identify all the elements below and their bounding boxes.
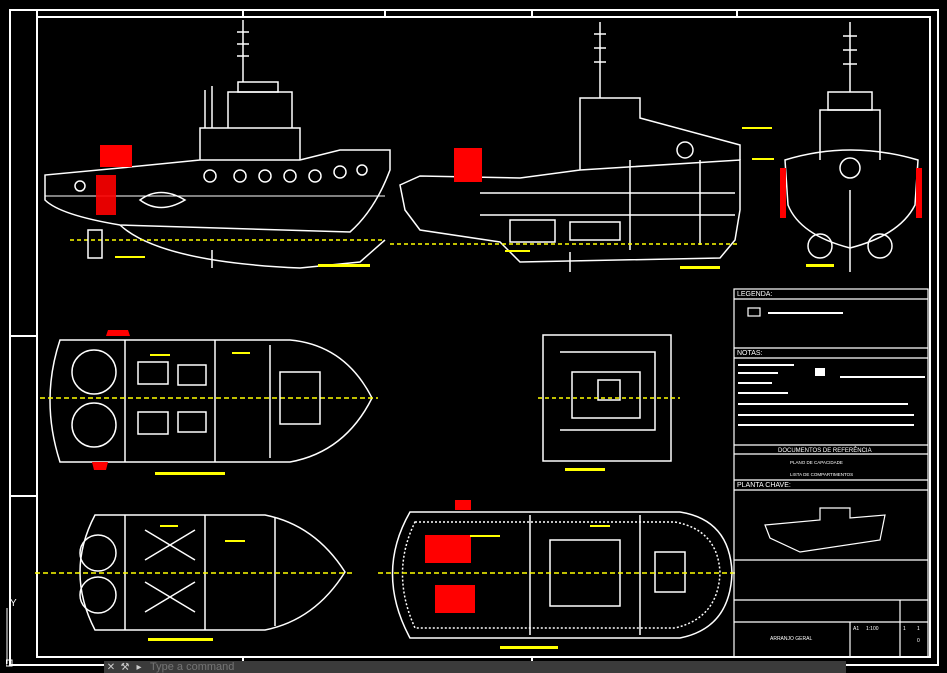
deck-fender-red-top xyxy=(106,330,130,336)
upper-winch-red-bot xyxy=(435,585,475,613)
upper-deck-plan[interactable] xyxy=(378,511,735,639)
sheet-size: A1 xyxy=(853,626,859,632)
reference-item-1: PLANO DE CAPACIDADE xyxy=(790,460,843,465)
dimension-labels xyxy=(115,127,834,649)
front-fender-left-red xyxy=(780,168,786,218)
section-view[interactable] xyxy=(390,22,741,272)
revision: 0 xyxy=(917,638,920,644)
front-fender-right-red xyxy=(916,168,922,218)
title-block-notes-lines xyxy=(738,312,925,426)
wrench-icon[interactable]: ⚒ xyxy=(120,661,130,673)
upper-bollard-red xyxy=(455,500,471,510)
title-block[interactable] xyxy=(733,288,929,658)
command-line[interactable]: ✕ ⚒ ▸ xyxy=(104,661,846,673)
scale: 1:100 xyxy=(866,626,879,632)
sheet-total: 1 xyxy=(917,626,920,632)
reference-item-2: LISTA DE COMPARTIMENTOS xyxy=(790,472,853,477)
close-icon[interactable]: ✕ xyxy=(106,661,116,673)
references-heading: DOCUMENTOS DE REFERÊNCIA xyxy=(778,446,872,454)
key-plan-heading: PLANTA CHAVE: xyxy=(737,482,791,489)
command-input[interactable] xyxy=(146,661,846,673)
wheelhouse-plan[interactable] xyxy=(538,334,680,462)
command-prompt-icon: ▸ xyxy=(136,661,142,673)
upper-winch-red-top xyxy=(425,535,471,563)
profile-bitt-red xyxy=(96,175,116,215)
hold-plan[interactable] xyxy=(35,514,355,631)
profile-winch-red xyxy=(100,145,132,167)
ucs-icon: Y xyxy=(6,598,17,667)
section-winch-red xyxy=(454,148,482,182)
notes-heading: NOTAS: xyxy=(737,350,763,357)
sheet-number: 1 xyxy=(903,626,906,632)
sheet-frame xyxy=(9,9,939,666)
main-deck-plan[interactable] xyxy=(40,339,378,463)
drawing-title: ARRANJO GERAL xyxy=(770,636,812,642)
profile-view[interactable] xyxy=(44,20,391,269)
ucs-y-label: Y xyxy=(10,598,17,609)
legend-heading: LEGENDA: xyxy=(737,291,772,298)
front-view[interactable] xyxy=(784,22,919,272)
deck-fender-red-bot xyxy=(92,462,108,470)
